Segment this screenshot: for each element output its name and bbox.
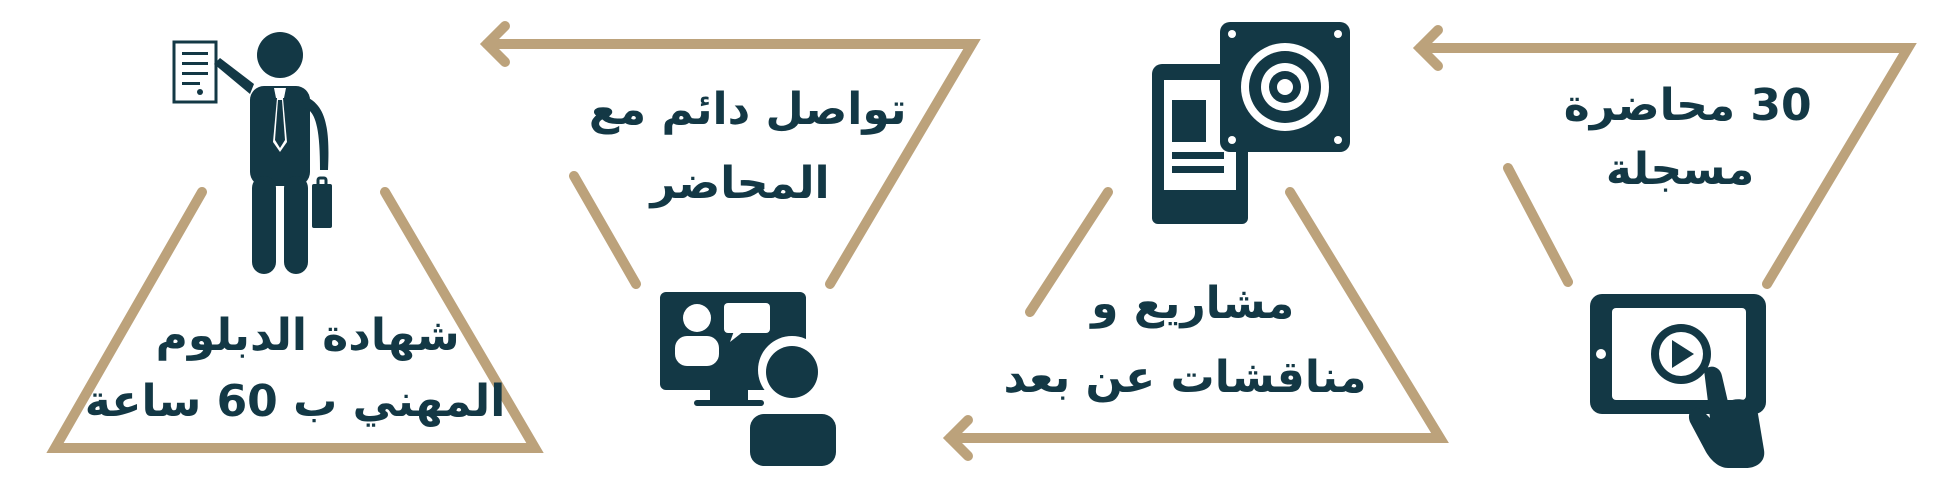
step-3-frame-left-edge bbox=[569, 171, 641, 289]
step-2-label-line-2: مناقشات عن بعد bbox=[1003, 352, 1366, 403]
step-1-label: 30 محاضرة مسجلة bbox=[1548, 80, 1811, 195]
step-1-label-line-1: 30 محاضرة bbox=[1564, 80, 1812, 131]
step-1: 30 محاضرة مسجلة bbox=[1412, 25, 1917, 468]
step-4-frame bbox=[46, 187, 544, 453]
document-gear-icon bbox=[1152, 22, 1350, 224]
step-3-arrowhead bbox=[479, 21, 510, 67]
step-2: مشاريع و مناقشات عن بعد bbox=[942, 22, 1449, 461]
step-1-arrowhead bbox=[1412, 25, 1443, 71]
step-3-frame-arrow-line bbox=[482, 39, 981, 289]
step-1-frame bbox=[1412, 25, 1917, 289]
businessman-certificate-icon bbox=[172, 32, 332, 274]
step-3-label-line-2: المحاضر bbox=[648, 158, 829, 209]
step-3: تواصل دائم مع المحاضر bbox=[479, 21, 981, 468]
tablet-video-touch-icon bbox=[1590, 294, 1766, 468]
step-2-label: مشاريع و مناقشات عن بعد bbox=[1003, 278, 1366, 403]
step-4-frame-left-edge bbox=[46, 187, 544, 453]
step-4-label-line-1: شهادة الدبلوم bbox=[156, 310, 460, 361]
step-2-frame-arrow-line bbox=[945, 187, 1449, 443]
step-3-label-line-1: تواصل دائم مع bbox=[589, 84, 907, 135]
step-1-frame-left-edge bbox=[1503, 163, 1573, 287]
step-1-label-line-2: مسجلة bbox=[1606, 144, 1754, 195]
step-1-frame-arrow-line bbox=[1415, 43, 1917, 289]
step-2-label-line-1: مشاريع و bbox=[1089, 278, 1294, 329]
step-3-label: تواصل دائم مع المحاضر bbox=[574, 84, 907, 209]
step-4-label-line-2: المهني ب 60 ساعة bbox=[85, 376, 506, 427]
step-4: شهادة الدبلوم المهني ب 60 ساعة bbox=[46, 32, 544, 453]
step-2-arrowhead bbox=[942, 415, 973, 461]
step-2-frame-left-edge bbox=[1025, 187, 1113, 317]
step-2-frame bbox=[942, 187, 1449, 461]
step-3-frame bbox=[479, 21, 981, 289]
step-4-label: شهادة الدبلوم المهني ب 60 ساعة bbox=[85, 310, 506, 427]
video-conference-icon bbox=[660, 292, 844, 468]
